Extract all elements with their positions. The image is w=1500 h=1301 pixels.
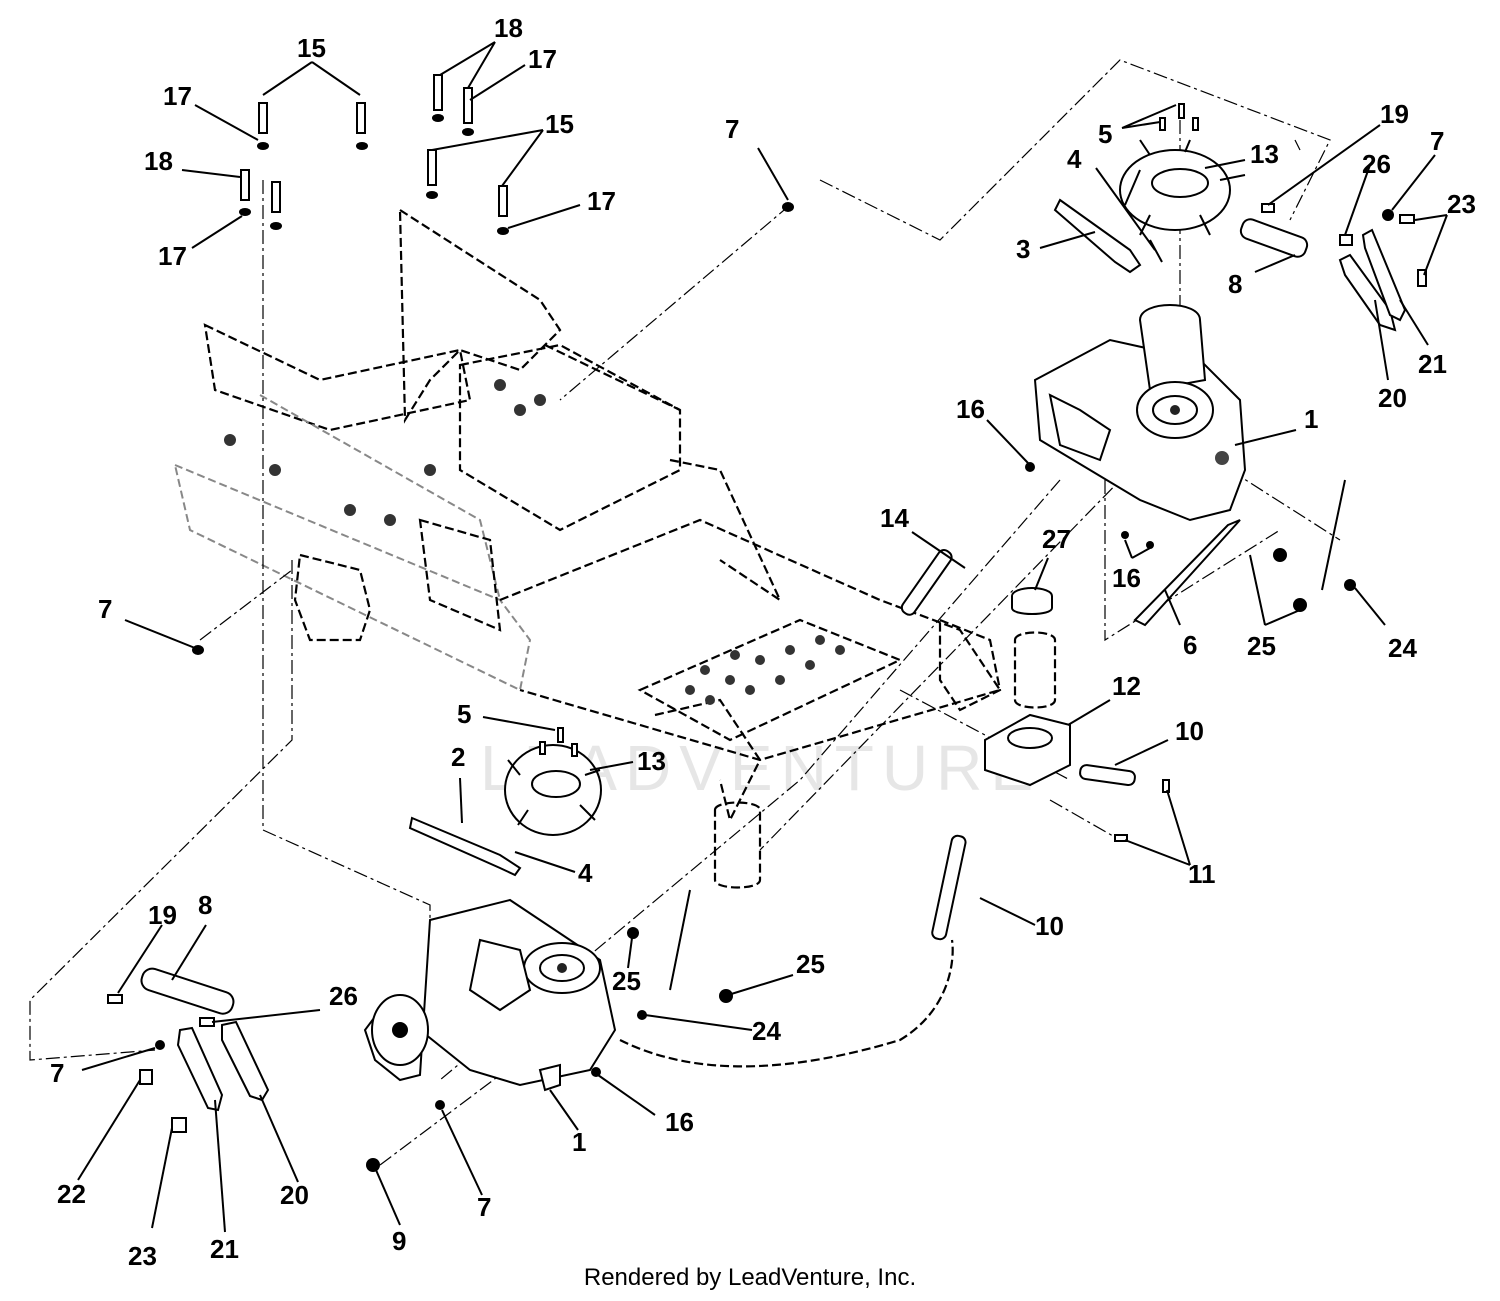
fan-bolts-right: [1159, 103, 1199, 131]
callout-1-left: 1: [572, 1127, 586, 1157]
callout-25-left: 25: [612, 966, 641, 996]
callout-14: 14: [880, 503, 909, 533]
callout-21-right: 21: [1418, 349, 1447, 379]
fittings-11: [1114, 779, 1170, 842]
callout-20-right: 20: [1378, 383, 1407, 413]
callout-24-left: 24: [752, 1016, 781, 1046]
callout-16-right: 16: [956, 394, 985, 424]
spring-right: [1149, 239, 1163, 263]
callout-6: 6: [1183, 630, 1197, 660]
hose-line: [619, 939, 954, 1068]
cap-27: [1011, 587, 1053, 615]
right-fan: [1119, 139, 1246, 236]
callout-8-right: 8: [1228, 269, 1242, 299]
hose-10-lower: [931, 834, 967, 941]
callout-5-right: 5: [1098, 119, 1112, 149]
callout-12: 12: [1112, 671, 1141, 701]
callout-7-right: 7: [1430, 126, 1444, 156]
callout-16-left: 16: [665, 1107, 694, 1137]
callout-17-top: 17: [528, 44, 557, 74]
fan-bolts-left: [539, 727, 578, 757]
callout-15-top-left: 15: [297, 33, 326, 63]
callout-5-left: 5: [457, 699, 471, 729]
callout-25-mid: 25: [796, 949, 825, 979]
callout-10-lower: 10: [1035, 911, 1064, 941]
left-transmission: [363, 898, 647, 1172]
callout-1-right: 1: [1304, 404, 1318, 434]
rod-right: [1133, 519, 1241, 627]
callout-8-left: 8: [198, 890, 212, 920]
callout-7-lower-left: 7: [50, 1058, 64, 1088]
callout-23-right: 23: [1447, 189, 1476, 219]
left-linkage: [107, 967, 270, 1133]
control-rod-left: [627, 889, 733, 1003]
bracket-left: [408, 816, 522, 877]
callout-7-top: 7: [725, 114, 739, 144]
callout-4-right: 4: [1067, 144, 1082, 174]
footer-caption: Rendered by LeadVenture, Inc.: [583, 1264, 917, 1291]
callout-15-top: 15: [545, 109, 574, 139]
callout-7-left: 7: [98, 594, 112, 624]
callouts: 15 17 18 17 18 17 15 17 7 7 5 13 4 3 19 …: [50, 13, 1476, 1271]
callout-26-right: 26: [1362, 149, 1391, 179]
callout-24-right: 24: [1388, 633, 1417, 663]
left-fan: [504, 744, 602, 836]
callout-7-bottom: 7: [477, 1192, 491, 1222]
callout-10-upper: 10: [1175, 716, 1204, 746]
chassis-frame: [173, 207, 1057, 889]
callout-21-left: 21: [210, 1234, 239, 1264]
callout-27: 27: [1042, 524, 1071, 554]
callout-19-right: 19: [1380, 99, 1409, 129]
callout-11: 11: [1188, 859, 1216, 889]
callout-17-top-left: 17: [163, 81, 192, 111]
callout-17-left: 17: [158, 241, 187, 271]
callout-4-left: 4: [578, 858, 593, 888]
callout-22: 22: [57, 1179, 86, 1209]
callout-23-left: 23: [128, 1241, 157, 1271]
control-rod-right: [1273, 479, 1356, 612]
reservoir-12: [984, 713, 1071, 787]
right-transmission: [1025, 304, 1247, 549]
callout-2: 2: [451, 742, 465, 772]
callout-20-left: 20: [280, 1180, 309, 1210]
callout-18-top: 18: [494, 13, 523, 43]
callout-19-left: 19: [148, 900, 177, 930]
callout-3: 3: [1016, 234, 1030, 264]
hose-10-upper: [1079, 764, 1136, 787]
callout-13-left: 13: [637, 746, 666, 776]
callout-13-right: 13: [1250, 139, 1279, 169]
callout-17-mid: 17: [587, 186, 616, 216]
tube-14: [900, 549, 953, 616]
callout-9: 9: [392, 1226, 406, 1256]
bracket-right: [1053, 198, 1142, 274]
leader-lines: [77, 41, 1448, 1233]
callout-16-right-lower: 16: [1112, 563, 1141, 593]
callout-18-left: 18: [144, 146, 173, 176]
callout-26-left: 26: [329, 981, 358, 1011]
callout-25-right: 25: [1247, 631, 1276, 661]
